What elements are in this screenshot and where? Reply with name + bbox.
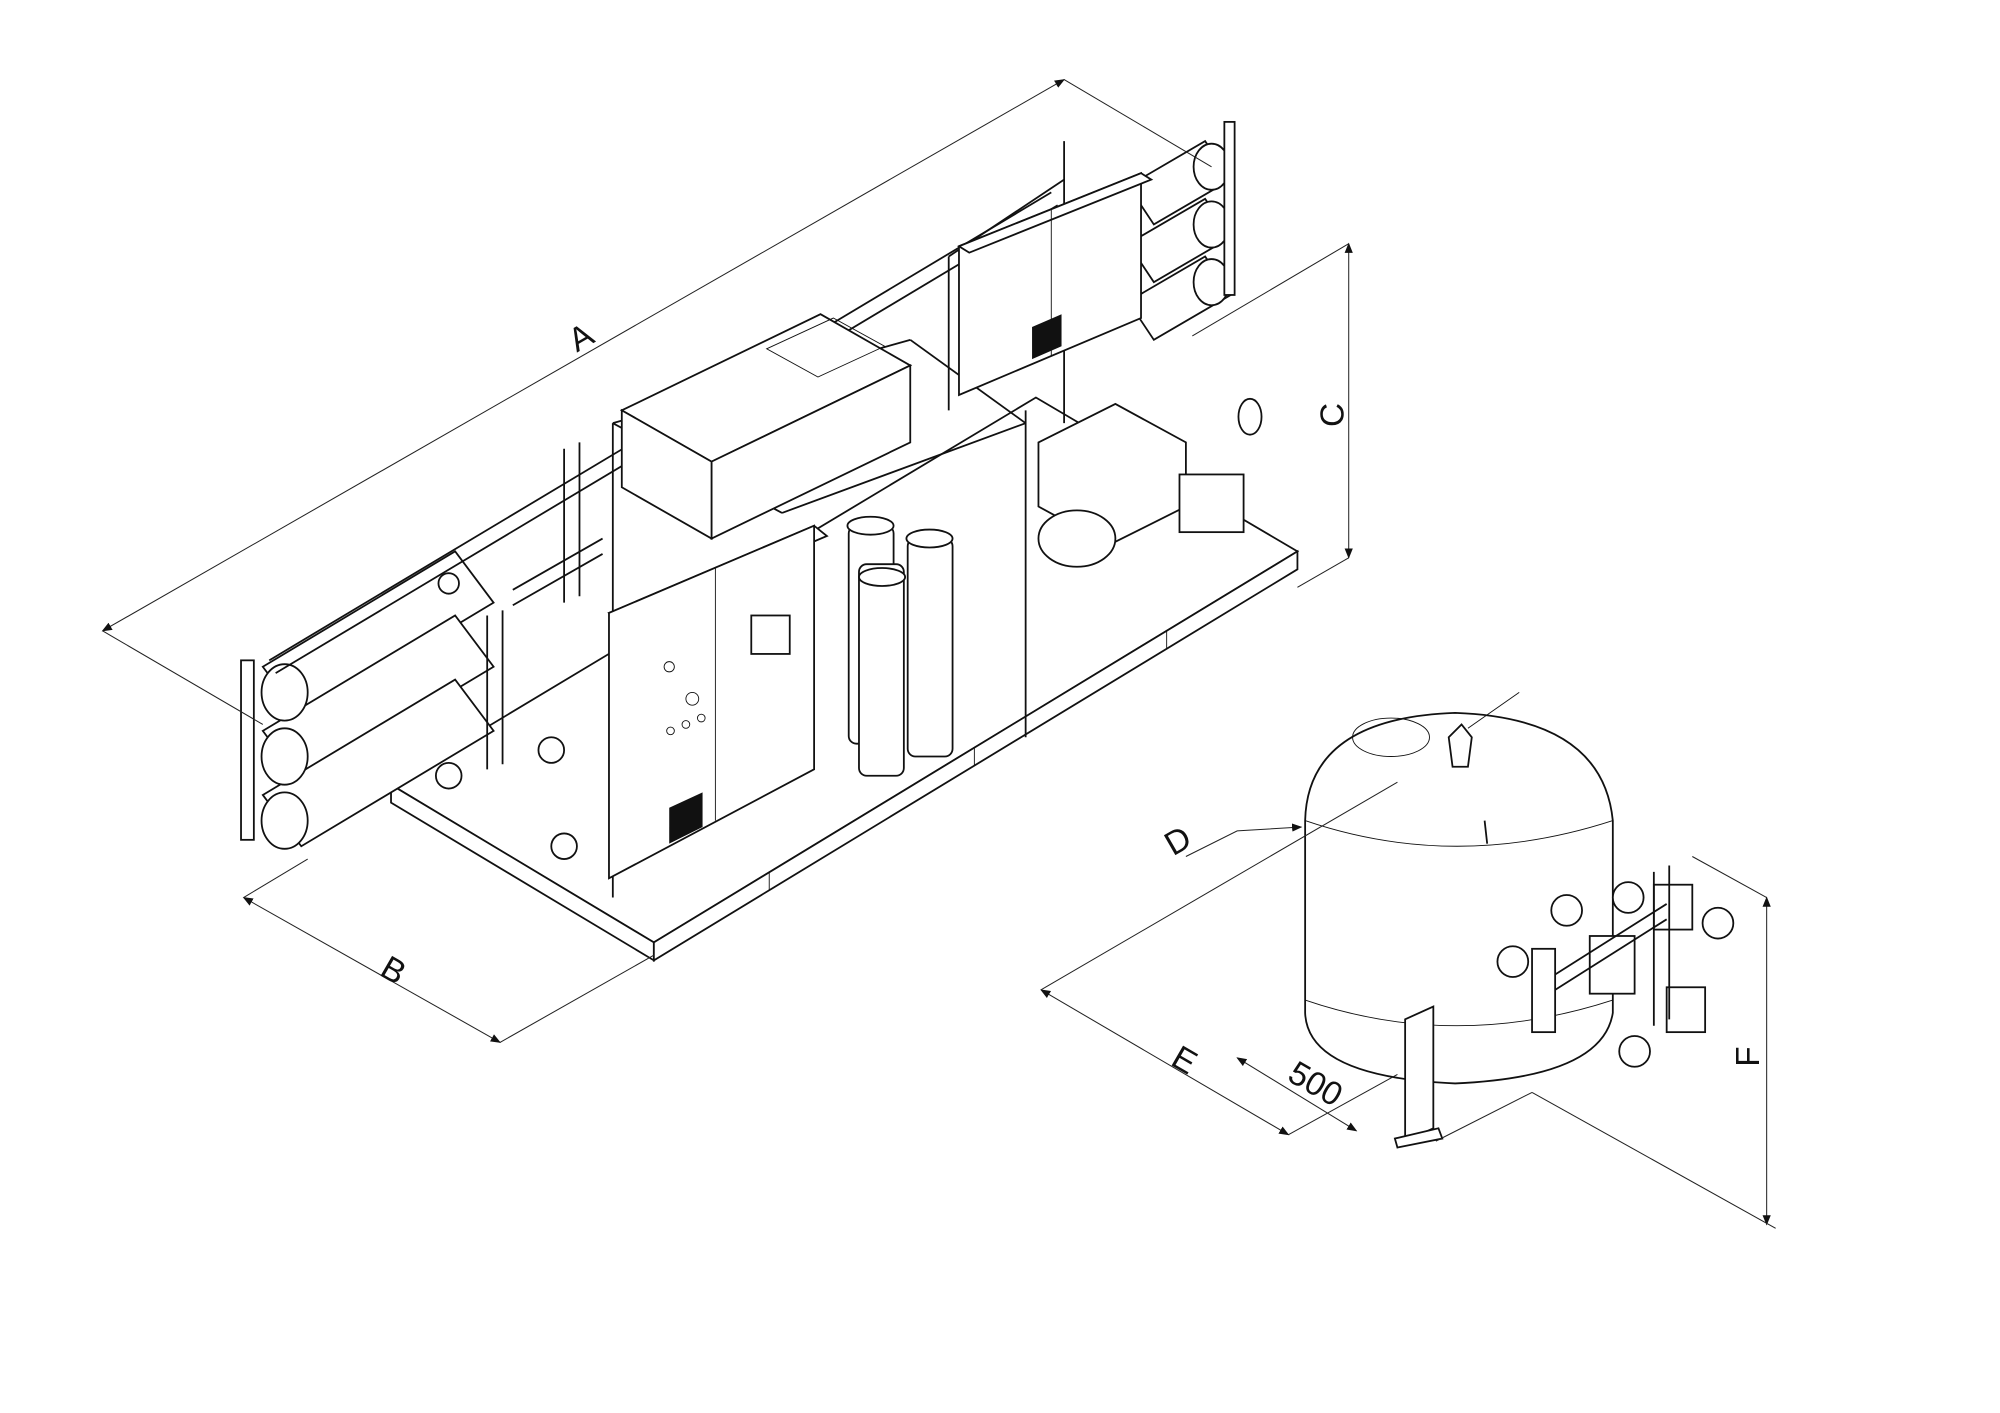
dimension-label-c: C [1315,403,1352,427]
dimension-c: C [1192,242,1353,588]
dimension-label-b: B [374,949,412,992]
membrane-vessels-right [1126,120,1236,342]
dimension-label-d: D [1159,819,1198,863]
tank-support-leg [1393,1005,1444,1149]
filter-tank [1304,692,1735,1149]
dimension-d: D [1159,819,1303,863]
dimension-label-a: A [562,316,600,360]
dimension-label-e: E [1165,1039,1203,1082]
ro-skid-unit [240,120,1300,962]
dimension-label-f: F [1730,1046,1767,1066]
dimension-f: F [1435,856,1776,1229]
valve-manifold [1496,865,1735,1068]
dimension-label-500: 500 [1282,1054,1349,1114]
